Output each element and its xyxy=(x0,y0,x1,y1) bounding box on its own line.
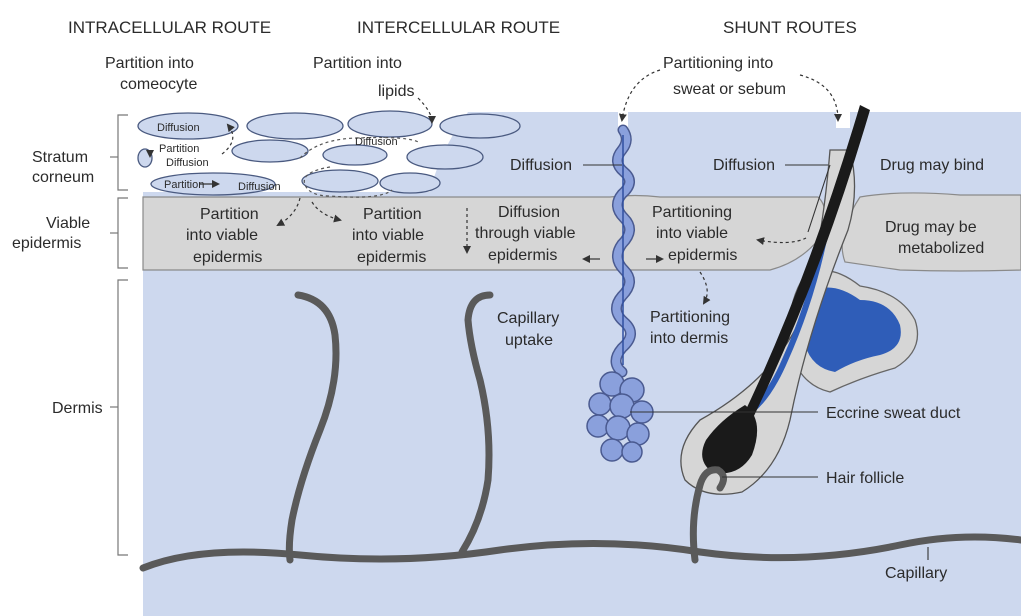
corneocyte xyxy=(407,145,483,169)
label-partitioning-dermis-a: Partitioning xyxy=(650,309,730,326)
label-drug-metabolized-a: Drug may be xyxy=(885,219,977,236)
layer-brackets xyxy=(110,115,128,555)
label-partition-sweat-1: Partitioning into xyxy=(663,55,773,72)
layer-label-viable: Viable xyxy=(46,215,90,232)
label-pve2-c: epidermis xyxy=(357,249,426,266)
label-diffusion-lipid: Diffusion xyxy=(355,136,398,148)
label-pve2-b: into viable xyxy=(352,227,424,244)
label-partition-small: Partition xyxy=(159,143,199,155)
corneocyte xyxy=(348,111,432,137)
label-hair-follicle: Hair follicle xyxy=(826,470,904,487)
corneocyte xyxy=(232,140,308,162)
label-pive-b: into viable xyxy=(656,225,728,242)
label-drug-metabolized-b: metabolized xyxy=(898,240,984,257)
layer-label-dermis: Dermis xyxy=(52,400,103,417)
header-shunt: SHUNT ROUTES xyxy=(723,18,857,37)
label-pive-c: epidermis xyxy=(668,247,737,264)
corneocyte xyxy=(302,170,378,192)
layer-label-corneum: corneum xyxy=(32,169,94,186)
label-diffusion-bottom: Diffusion xyxy=(238,181,281,193)
label-drug-may-bind: Drug may bind xyxy=(880,157,984,174)
header-intracellular: INTRACELLULAR ROUTE xyxy=(68,18,271,37)
label-partition-lipids-1: Partition into xyxy=(313,55,402,72)
label-dve-b: through viable xyxy=(475,225,576,242)
label-partition-into: Partition into xyxy=(105,55,194,72)
label-partition-lipids-2: lipids xyxy=(378,83,414,100)
label-partition-sweat-2: sweat or sebum xyxy=(673,81,786,98)
layer-label-stratum: Stratum xyxy=(32,149,88,166)
label-dve-c: epidermis xyxy=(488,247,557,264)
label-diffusion-duct: Diffusion xyxy=(510,157,572,174)
label-partition-bottom: Partition xyxy=(164,179,204,191)
label-diffusion-cell: Diffusion xyxy=(157,122,200,134)
header-intercellular: INTERCELLULAR ROUTE xyxy=(357,18,560,37)
label-dve-a: Diffusion xyxy=(498,204,560,221)
label-capillary-uptake-b: uptake xyxy=(505,332,553,349)
label-diffusion-small: Diffusion xyxy=(166,157,209,169)
corneocyte xyxy=(440,114,520,138)
corneocyte xyxy=(380,173,440,193)
label-corneocyte: comeocyte xyxy=(120,76,197,93)
label-pve1-b: into viable xyxy=(186,227,258,244)
label-capillary: Capillary xyxy=(885,565,947,582)
corneocyte xyxy=(247,113,343,139)
label-diffusion-hair: Diffusion xyxy=(713,157,775,174)
label-pve1-a: Partition xyxy=(200,206,259,223)
label-pive-a: Partitioning xyxy=(652,204,732,221)
layer-label-epidermis: epidermis xyxy=(12,235,81,252)
label-partitioning-dermis-b: into dermis xyxy=(650,330,728,347)
corneocyte xyxy=(323,145,387,165)
label-capillary-uptake-a: Capillary xyxy=(497,310,559,327)
label-pve2-a: Partition xyxy=(363,206,422,223)
label-pve1-c: epidermis xyxy=(193,249,262,266)
label-eccrine-duct: Eccrine sweat duct xyxy=(826,405,961,422)
